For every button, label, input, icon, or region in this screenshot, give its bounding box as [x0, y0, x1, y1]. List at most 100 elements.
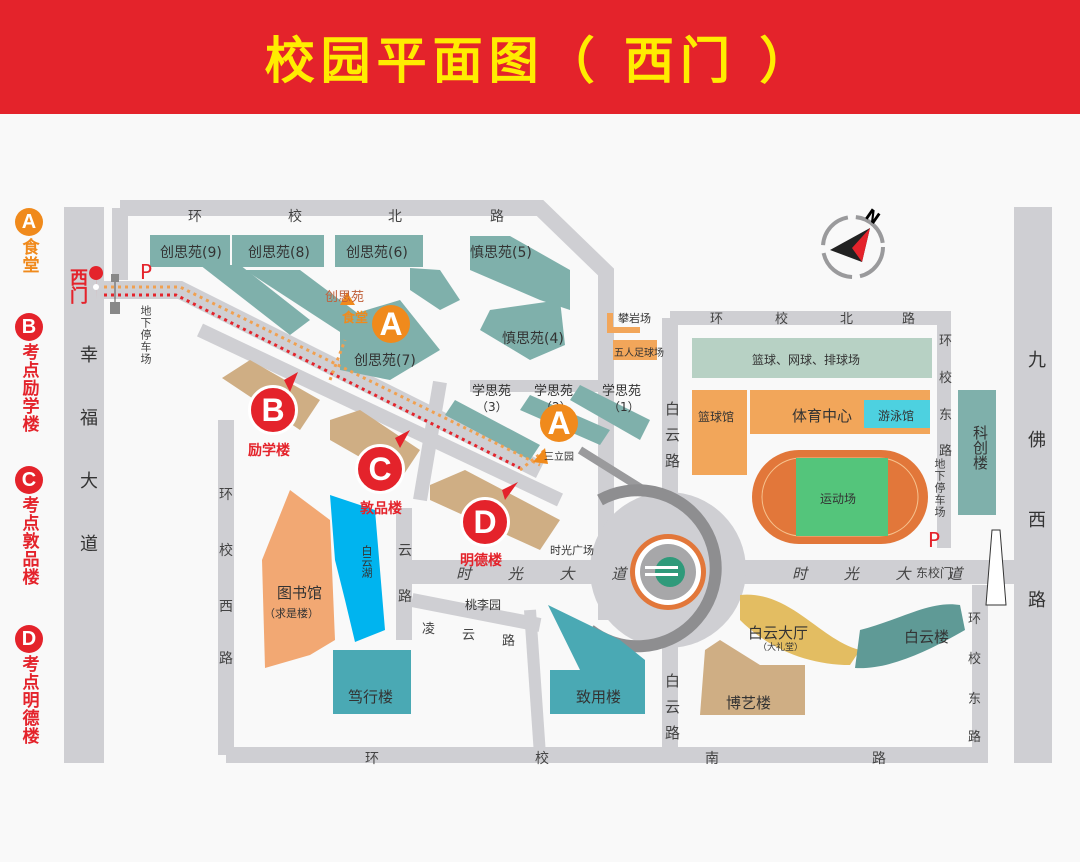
building-ssy5[interactable]: 慎思苑(5) [470, 245, 532, 261]
canteen-csy-label: 创思苑 [325, 290, 365, 305]
building-csy7[interactable]: 创思苑(7) [354, 353, 416, 369]
legend-badge-b: B [15, 313, 43, 341]
road-label: 西 [219, 599, 233, 615]
road-label: 东 [939, 408, 953, 423]
library[interactable]: 图书馆 [277, 584, 323, 602]
page-title: 校园平面图（ 西门 ） [264, 32, 816, 90]
legend-item-canteen: A 食堂 [0, 208, 58, 274]
road-xingfu-label: 幸福大道 [77, 345, 98, 597]
marker-canteen-a[interactable]: A [372, 305, 410, 343]
road-label: 路 [398, 589, 412, 605]
road-label: 校 [775, 312, 789, 327]
road-label: 环 [710, 312, 724, 327]
road-label: 路 [665, 724, 681, 742]
baiyun-building[interactable]: 白云楼 [904, 628, 950, 646]
legend-label: 考点敦品楼 [18, 496, 39, 586]
road-label: 云 [398, 543, 412, 559]
building-kechuang[interactable]: 科创楼 [971, 425, 989, 470]
road-label: 路 [939, 444, 953, 459]
road-shiguang-label: 时 光 大 道 [792, 565, 979, 583]
road-label: 云 [462, 628, 476, 643]
marker-caption: 励学楼 [248, 443, 290, 459]
road-label: 路 [872, 751, 886, 767]
swimming-hall[interactable]: 游泳馆 [878, 409, 915, 423]
west-gate-label[interactable]: 西门 [67, 268, 88, 304]
sports-center[interactable]: 体育中心 [792, 407, 853, 425]
legend-badge-a: A [15, 208, 43, 236]
road-label: 校 [939, 371, 953, 386]
road-label: 环 [365, 751, 379, 767]
library-sub: （求是楼） [264, 607, 319, 620]
road-label: 云 [665, 698, 681, 716]
building-xsy1-num: （1） [608, 400, 640, 414]
road-jiufo-label: 九佛西路 [1025, 350, 1046, 670]
legend-label: 考点明德楼 [18, 655, 39, 745]
marker-exam-d[interactable]: D [460, 497, 510, 547]
road-label: 路 [665, 452, 681, 470]
parking-icon[interactable]: P [928, 528, 941, 552]
marker-exam-b[interactable]: B [248, 385, 298, 435]
building-xsy3[interactable]: 学思苑 [472, 384, 512, 399]
road-label: 凌 [422, 622, 436, 637]
road-label: 南 [705, 751, 719, 767]
taoli-garden: 桃李园 [465, 598, 502, 612]
building-boyi[interactable]: 博艺楼 [726, 694, 772, 712]
building-zhiyong[interactable]: 致用楼 [576, 688, 622, 706]
road-label: 校 [288, 209, 302, 225]
road-shiguang-label: 时 光 大 道 [456, 565, 643, 583]
marker-exam-c[interactable]: C [355, 444, 405, 494]
road-label: 白 [665, 400, 681, 418]
basketball-hall[interactable]: 篮球馆 [698, 410, 735, 424]
road-label: 路 [502, 634, 516, 649]
road-label: 环 [188, 209, 202, 225]
marker-caption: 敦品楼 [360, 501, 402, 517]
soccer-label: 五人足球场 [614, 348, 664, 359]
road-label: 路 [902, 312, 916, 327]
building-csy9[interactable]: 创思苑(9) [160, 245, 222, 261]
road-label: 路 [968, 730, 982, 745]
legend-badge-c: C [15, 466, 43, 494]
road-label: 环 [968, 612, 982, 627]
road-label: 校 [968, 652, 982, 667]
legend-item-d: D 考点明德楼 [0, 625, 58, 745]
legend-badge-d: D [15, 625, 43, 653]
building-xsy3-num: （3） [476, 400, 508, 414]
marker-canteen-a[interactable]: A [540, 404, 578, 442]
title-banner: 校园平面图（ 西门 ） [0, 0, 1080, 114]
road-label: 路 [490, 209, 504, 225]
sanli-label: 三立园 [544, 452, 574, 463]
parking-west-label: 地下停车场 [139, 305, 152, 365]
road-label: 北 [388, 209, 402, 225]
building-ssy4[interactable]: 慎思苑(4) [502, 331, 564, 347]
climbing-label: 攀岩场 [618, 312, 651, 325]
building-xsy1[interactable]: 学思苑 [602, 384, 642, 399]
road-xingfu [64, 207, 104, 763]
road-label: 环 [939, 334, 953, 349]
parking-icon[interactable]: P [140, 260, 153, 284]
road-label: 环 [219, 487, 233, 503]
legend-item-b: B 考点励学楼 [0, 313, 58, 433]
building-csy6[interactable]: 创思苑(6) [346, 245, 408, 261]
road-label: 校 [219, 543, 233, 559]
baiyun-hall-sub: （大礼堂） [758, 643, 804, 653]
building-xsy2[interactable]: 学思苑 [534, 384, 574, 399]
legend-item-c: C 考点敦品楼 [0, 466, 58, 586]
legend-label: 考点励学楼 [18, 343, 39, 433]
road-label: 云 [665, 426, 681, 444]
canteen-word: 食堂 [342, 311, 369, 326]
parking-east-label: 地下停车场 [933, 458, 946, 518]
road-label: 北 [840, 312, 854, 327]
legend-label: 食堂 [18, 238, 39, 274]
marker-caption: 明德楼 [460, 553, 502, 569]
road-jiufo [1014, 207, 1052, 763]
building-duxing[interactable]: 笃行楼 [348, 688, 394, 706]
road-label: 东 [968, 692, 982, 707]
east-gate-label[interactable]: 东校门 [916, 566, 953, 580]
lake-label: 白云湖 [360, 545, 373, 578]
baiyun-hall[interactable]: 白云大厅 [748, 624, 809, 642]
courts-label: 篮球、网球、排球场 [752, 353, 861, 367]
building-csy8[interactable]: 创思苑(8) [248, 245, 310, 261]
stadium[interactable]: 运动场 [820, 492, 857, 506]
road-label: 校 [535, 751, 549, 767]
